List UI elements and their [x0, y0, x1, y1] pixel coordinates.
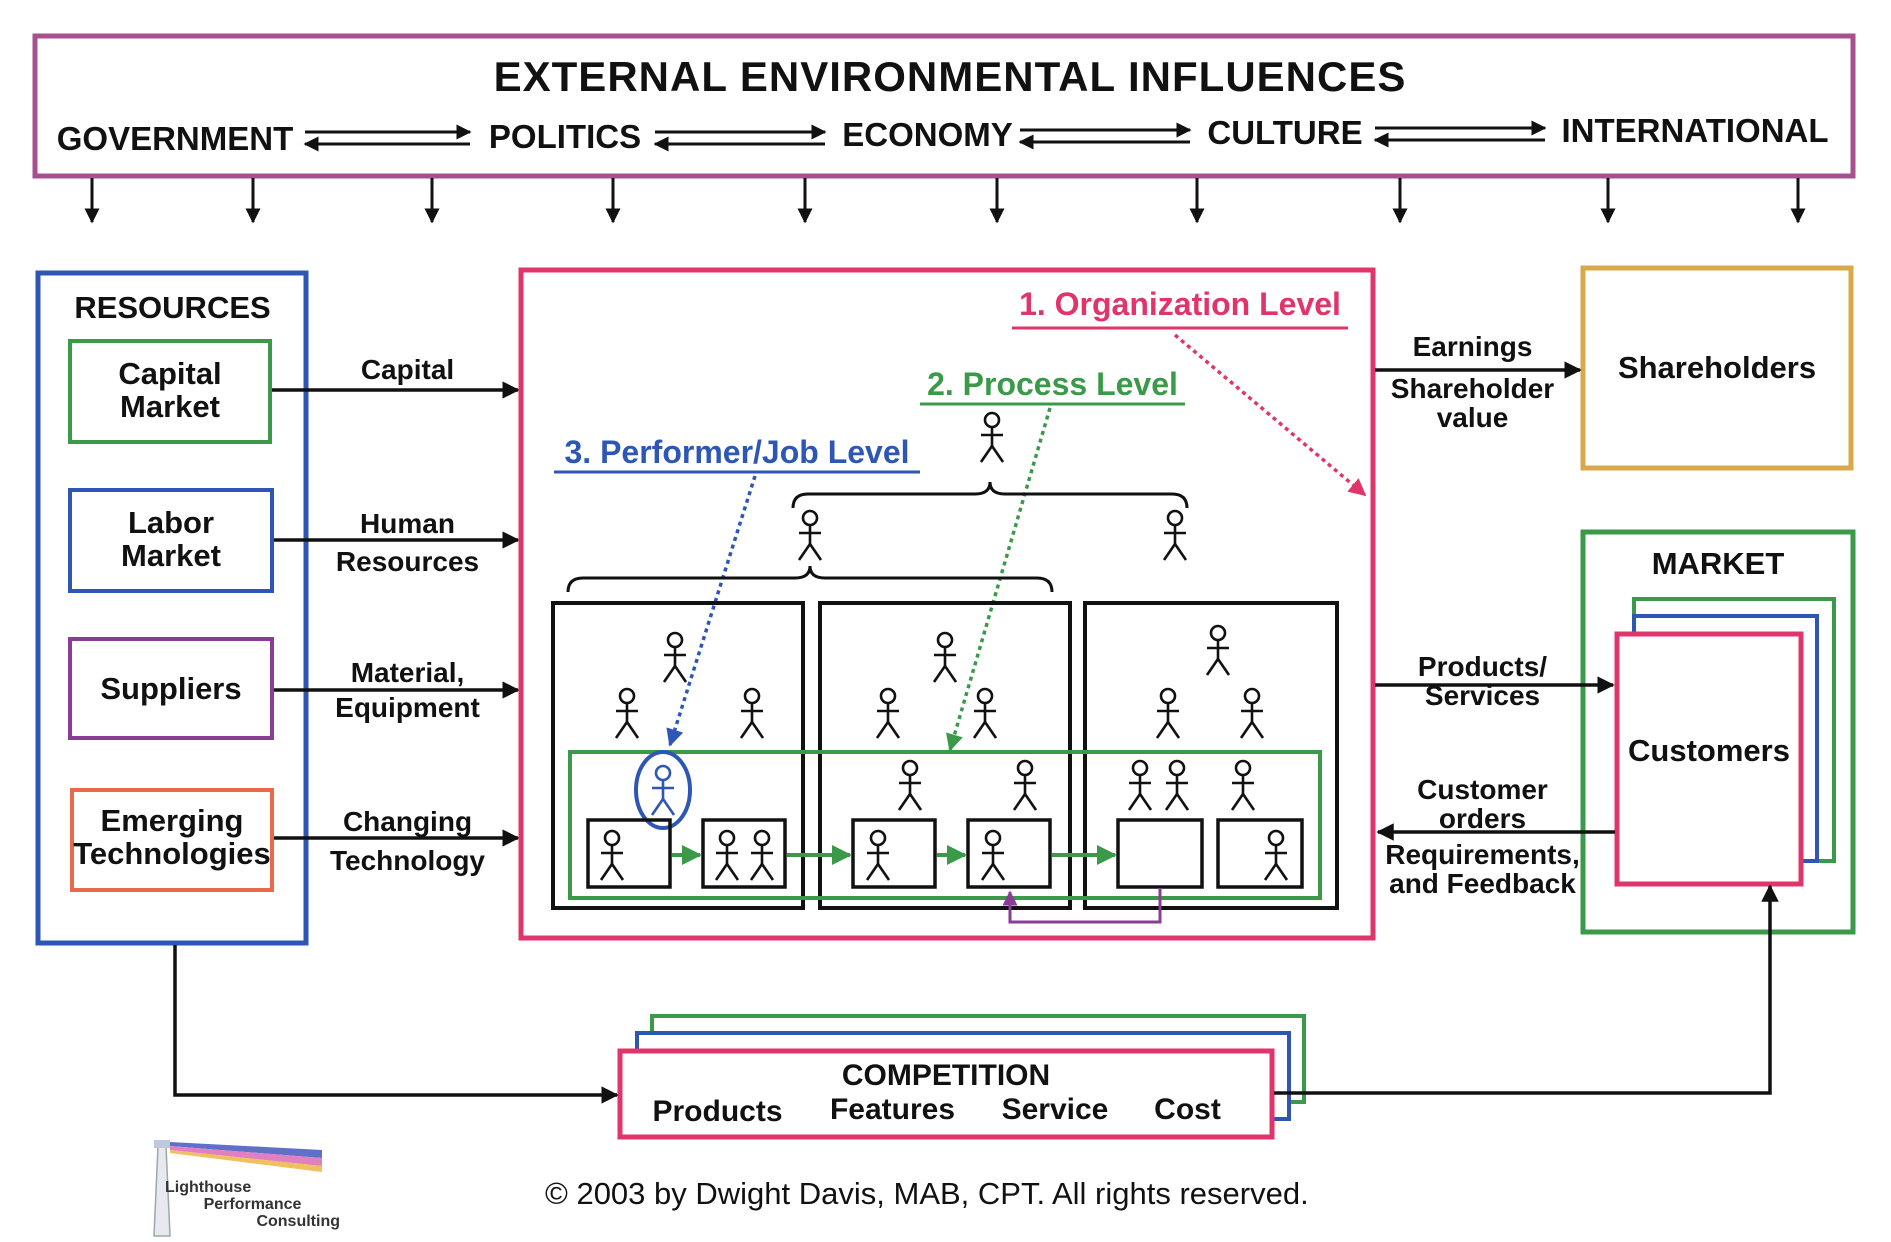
shareholders-label: Shareholders	[1617, 350, 1817, 385]
hierarchy-braces	[566, 481, 1189, 593]
influence-international: INTERNATIONAL	[1561, 112, 1829, 149]
suppliers-label: Suppliers	[100, 671, 242, 706]
copyright-text: © 2003 by Dwight Davis, MAB, CPT. All ri…	[545, 1176, 1309, 1211]
department-box-2	[818, 601, 1072, 910]
process-level-label: 2. Process Level	[927, 366, 1178, 402]
suppliers-box	[68, 637, 274, 740]
products-services-label: Products/Services	[1417, 651, 1548, 712]
organization-box	[518, 267, 1376, 941]
resources-box	[35, 270, 309, 946]
performer-level-label: 3. Performer/Job Level	[564, 434, 910, 470]
market-box	[1580, 529, 1856, 935]
customers-label: Customers	[1628, 733, 1790, 768]
competition-service: Service	[1001, 1093, 1109, 1126]
competition-to-market-arrow	[1274, 884, 1779, 1095]
resources-title: RESOURCES	[74, 290, 271, 325]
logo-text: Lighthouse Performance Consulting	[165, 1179, 340, 1230]
performer-circle	[634, 750, 692, 830]
labor-market-box	[68, 488, 274, 593]
requirements-feedback-label: Requirements,and Feedback	[1385, 839, 1580, 900]
manager-figure-left	[797, 509, 823, 562]
capital-market-box	[68, 339, 272, 444]
input-arrows	[272, 381, 520, 847]
influence-government: GOVERNMENT	[56, 120, 294, 157]
competition-cost: Cost	[1154, 1093, 1221, 1126]
influence-culture: CULTURE	[1207, 114, 1363, 151]
input-material-label: Material,Equipment	[335, 657, 480, 723]
process-box	[568, 750, 1322, 900]
shareholders-box	[1580, 265, 1854, 471]
department-box-1	[551, 601, 805, 910]
performer-pointer	[666, 475, 757, 747]
organization-level-label: 1. Organization Level	[1019, 286, 1341, 322]
competition-features: Features	[829, 1093, 956, 1126]
competition-box	[617, 1048, 1275, 1140]
lighthouse-logo	[153, 1140, 322, 1237]
top-figure	[979, 411, 1005, 464]
customers-box	[1614, 631, 1804, 887]
environment-box	[32, 33, 1856, 179]
job-boxes	[586, 818, 1304, 889]
influence-politics: POLITICS	[488, 118, 642, 155]
environment-title: EXTERNAL ENVIRONMENTAL INFLUENCES	[493, 53, 1407, 100]
organization-pointer	[1173, 333, 1367, 497]
influence-double-arrows	[303, 120, 1547, 152]
feedback-loop-arrow	[1002, 888, 1162, 924]
department-box-3	[1083, 601, 1339, 910]
competition-title: COMPETITION	[841, 1059, 1051, 1092]
influence-economy: ECONOMY	[842, 116, 1013, 153]
market-title: MARKET	[1651, 546, 1785, 581]
competition-products: Products	[652, 1095, 783, 1128]
emerging-tech-box	[70, 788, 274, 892]
influence-down-arrows	[84, 178, 1806, 224]
department-figures	[614, 624, 1265, 812]
resources-to-competition-arrow	[173, 945, 619, 1104]
input-capital-label: Capital	[360, 354, 455, 385]
manager-figure-right	[1162, 509, 1188, 562]
earnings-label: Earnings	[1412, 331, 1533, 362]
